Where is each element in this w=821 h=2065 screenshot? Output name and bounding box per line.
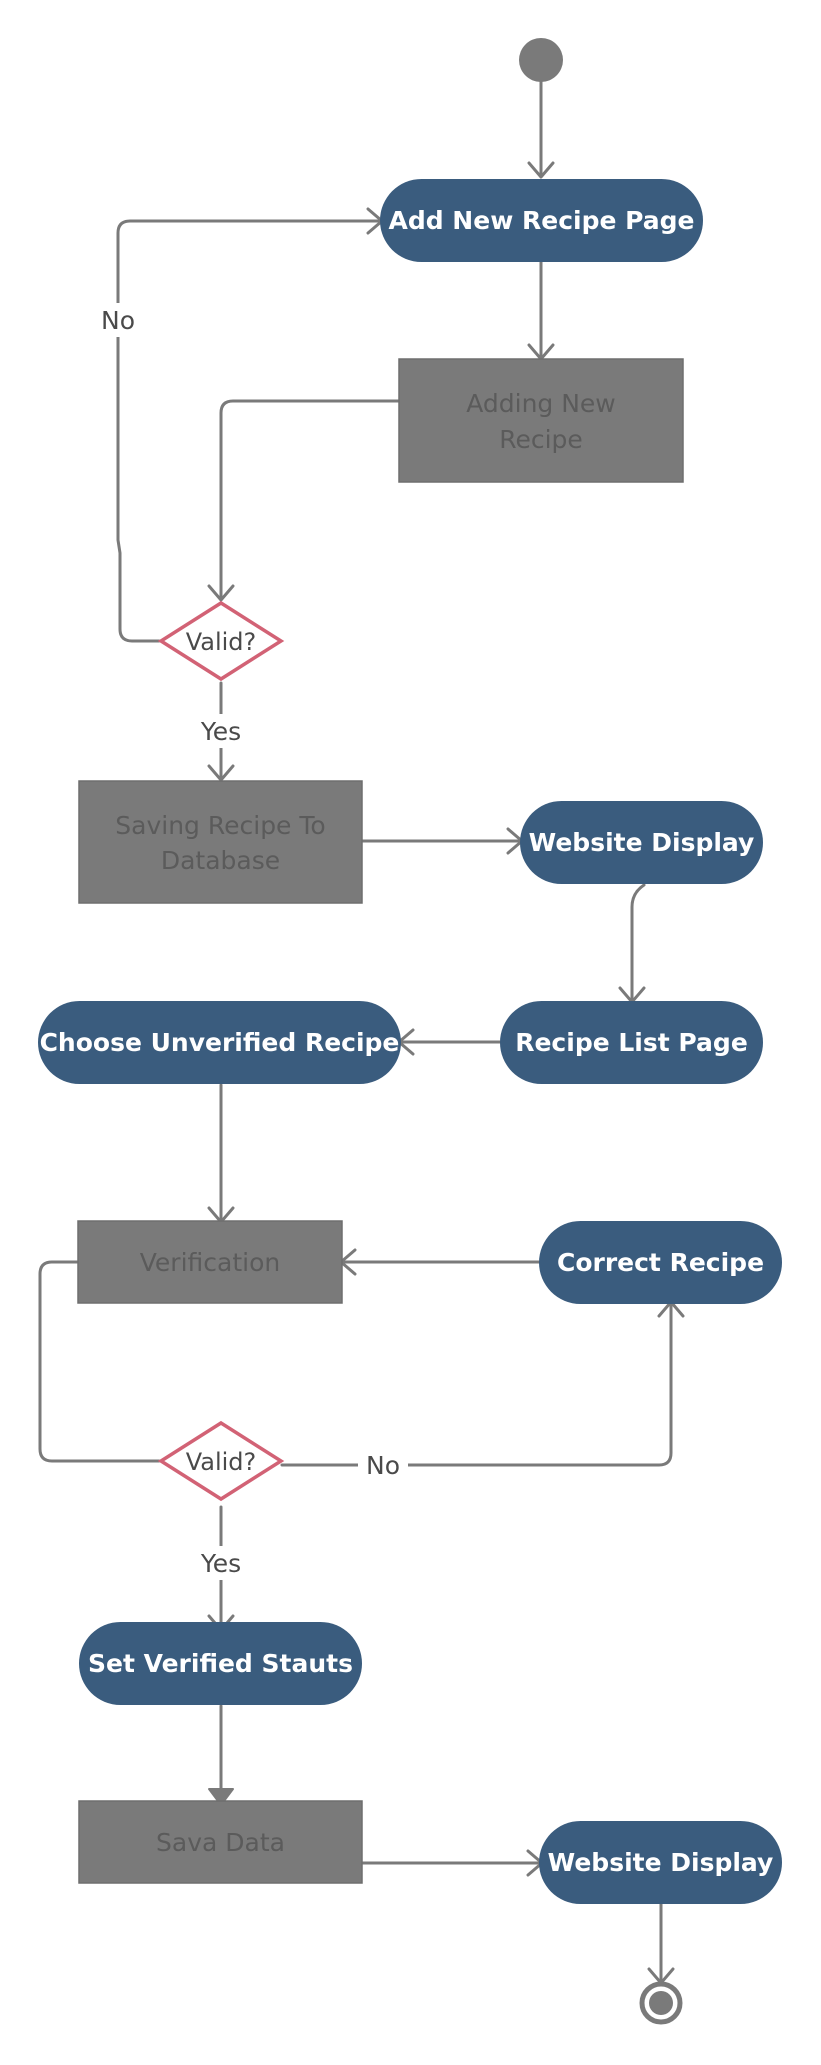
action-adding-new-recipe: Adding New Recipe [398,358,684,483]
edge-verification-to-valid [38,1260,161,1463]
edge-label-yes: Yes [200,1549,241,1578]
activity-choose-unverified-recipe: Choose Unverified Recipe [38,1001,401,1084]
edge-website-to-recipe-list [630,883,646,1002]
action-sava-data: Sava Data [78,1800,363,1884]
activity-add-new-recipe-page: Add New Recipe Page [380,179,703,262]
node-label: Website Display [529,828,755,857]
node-label: Recipe List Page [515,1028,748,1057]
activity-correct-recipe: Correct Recipe [539,1221,782,1304]
decision-label: Valid? [186,1448,257,1476]
activity-website-display: Website Display [539,1821,782,1904]
edge-adding-new-to-valid [219,399,401,599]
arrowhead [207,584,235,602]
nodes: Add New Recipe Page Adding New Recipe Va… [38,38,782,2025]
node-label-line1: Adding New [466,389,616,418]
node-label: Verification [140,1248,280,1277]
edge-labels: No Yes No Yes [97,303,408,1580]
edge-valid-no-to-correct [280,1302,673,1467]
edge-label-yes: Yes [200,717,241,746]
edge-label-no: No [101,306,135,335]
edges [38,58,685,1985]
node-label: Website Display [548,1848,774,1877]
end-node [639,1981,683,2025]
decision-label: Valid? [186,628,257,656]
node-label-line2: Recipe [499,425,583,454]
decision-valid: Valid? [157,600,285,682]
action-saving-recipe-to-database: Saving Recipe To Database [78,780,363,904]
edge-label-no: No [366,1451,400,1480]
edge-valid-no-to-add-page [116,219,382,643]
activity-website-display: Website Display [520,801,763,884]
arrowhead [207,764,235,782]
decision-valid: Valid? [157,1420,285,1502]
node-label-line1: Saving Recipe To [115,811,325,840]
node-label: Add New Recipe Page [388,206,694,235]
node-label: Choose Unverified Recipe [40,1028,400,1057]
node-label: Set Verified Stauts [88,1649,353,1678]
node-label-line2: Database [161,846,280,875]
node-label: Sava Data [156,1828,285,1857]
arrowhead [527,161,555,179]
node-label: Correct Recipe [557,1248,764,1277]
arrowhead-filled [208,1788,234,1806]
activity-set-verified-status: Set Verified Stauts [79,1622,362,1705]
activity-recipe-list-page: Recipe List Page [500,1001,763,1084]
start-node [519,38,563,82]
action-verification: Verification [77,1220,343,1304]
